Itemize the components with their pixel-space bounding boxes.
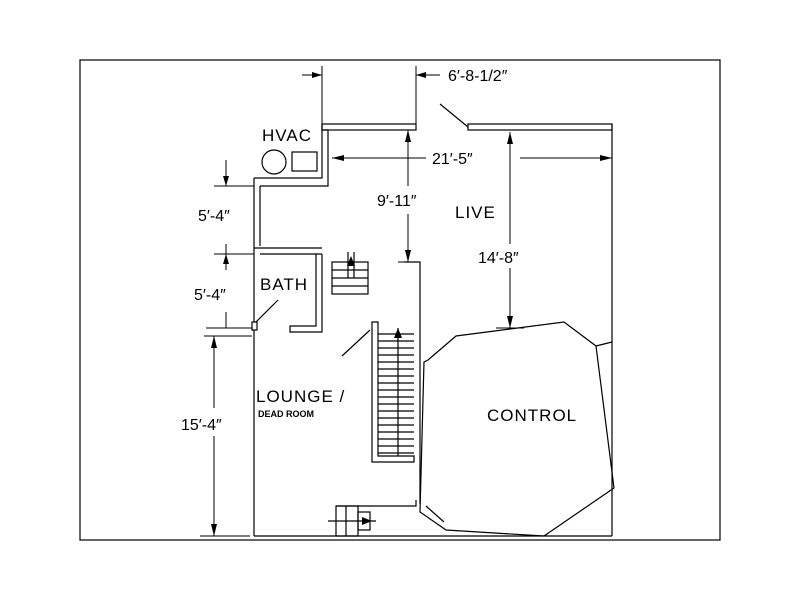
- bath-door-jamb: [251, 321, 258, 331]
- bath-door-swing: [255, 299, 279, 323]
- label-hvac: HVAC: [262, 126, 312, 145]
- hvac-round-unit: [261, 149, 287, 175]
- hvac-units: [261, 149, 318, 175]
- dim-live-depth: 14′-8″: [478, 250, 519, 267]
- label-dead-room: DEAD ROOM: [258, 409, 314, 419]
- label-control: CONTROL: [487, 406, 577, 425]
- bath-walls: [254, 247, 323, 333]
- dim-upper-span: 5′-4″: [198, 208, 230, 225]
- label-bath: BATH: [260, 275, 308, 294]
- dimension-hall-depth: [398, 130, 418, 263]
- drawing-border: [79, 59, 721, 541]
- dim-live-width: 21′-5″: [432, 151, 473, 168]
- building-walls: [251, 103, 613, 537]
- bottom-wall-segment: [336, 500, 417, 507]
- label-live: LIVE: [455, 203, 496, 222]
- label-lounge: LOUNGE /: [256, 387, 345, 406]
- dim-door-opening: 6′-8-1/2″: [448, 68, 508, 85]
- dimension-lounge-depth: [200, 335, 252, 537]
- upper-stair: [331, 252, 369, 295]
- dimension-upper-span: [214, 160, 254, 270]
- dimension-live-depth: [496, 132, 524, 329]
- control-room-diag: [425, 505, 445, 523]
- dimension-door: [302, 66, 440, 124]
- control-room-corner: [595, 341, 613, 347]
- dimension-live-width: [332, 155, 612, 161]
- control-room-outline: [419, 321, 615, 537]
- hvac-closet-wall: [254, 124, 329, 187]
- top-wall-left: [321, 123, 417, 131]
- main-stair: [341, 321, 415, 463]
- dim-hall-depth: 9′-11″: [377, 193, 417, 210]
- top-wall-right: [467, 123, 613, 131]
- hvac-square-unit: [291, 151, 318, 172]
- live-door-swing: [439, 103, 469, 128]
- dimension-bath-span: [206, 244, 252, 329]
- lower-stair: [328, 505, 376, 537]
- dim-lounge-depth: 15′-4″: [181, 417, 222, 434]
- dim-bath-span: 5′-4″: [194, 287, 226, 304]
